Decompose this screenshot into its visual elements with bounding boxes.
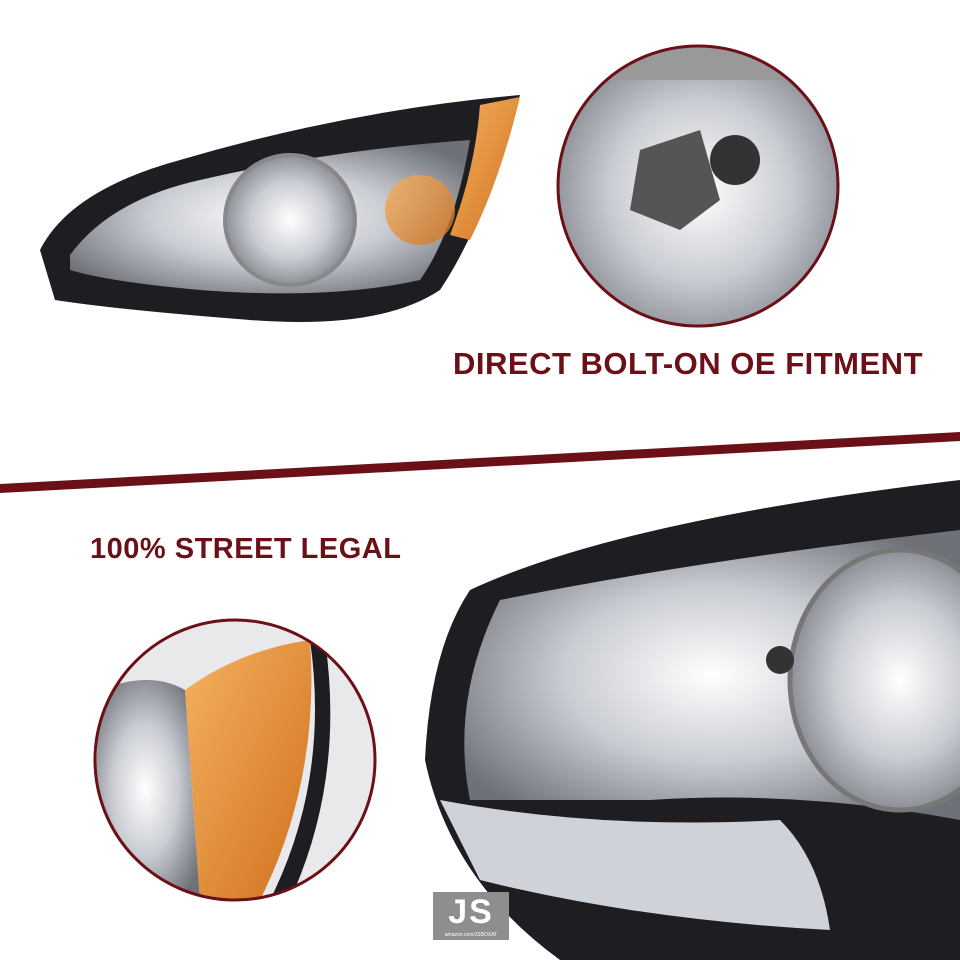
- logo-text: JS: [448, 893, 494, 931]
- fitment-caption: DIRECT BOLT-ON OE FITMENT: [453, 346, 924, 381]
- headlight-small: [40, 95, 520, 322]
- logo-url: amazon.com/JSBOXAT: [444, 932, 498, 938]
- brand-logo: JS amazon.com/JSBOXAT: [433, 892, 509, 940]
- headlight-large: [425, 480, 960, 960]
- divider-line: [0, 432, 960, 493]
- street-legal-caption: 100% STREET LEGAL: [90, 533, 402, 565]
- bulb-detail-circle: [556, 44, 840, 328]
- amber-reflector-detail-circle: [93, 618, 377, 902]
